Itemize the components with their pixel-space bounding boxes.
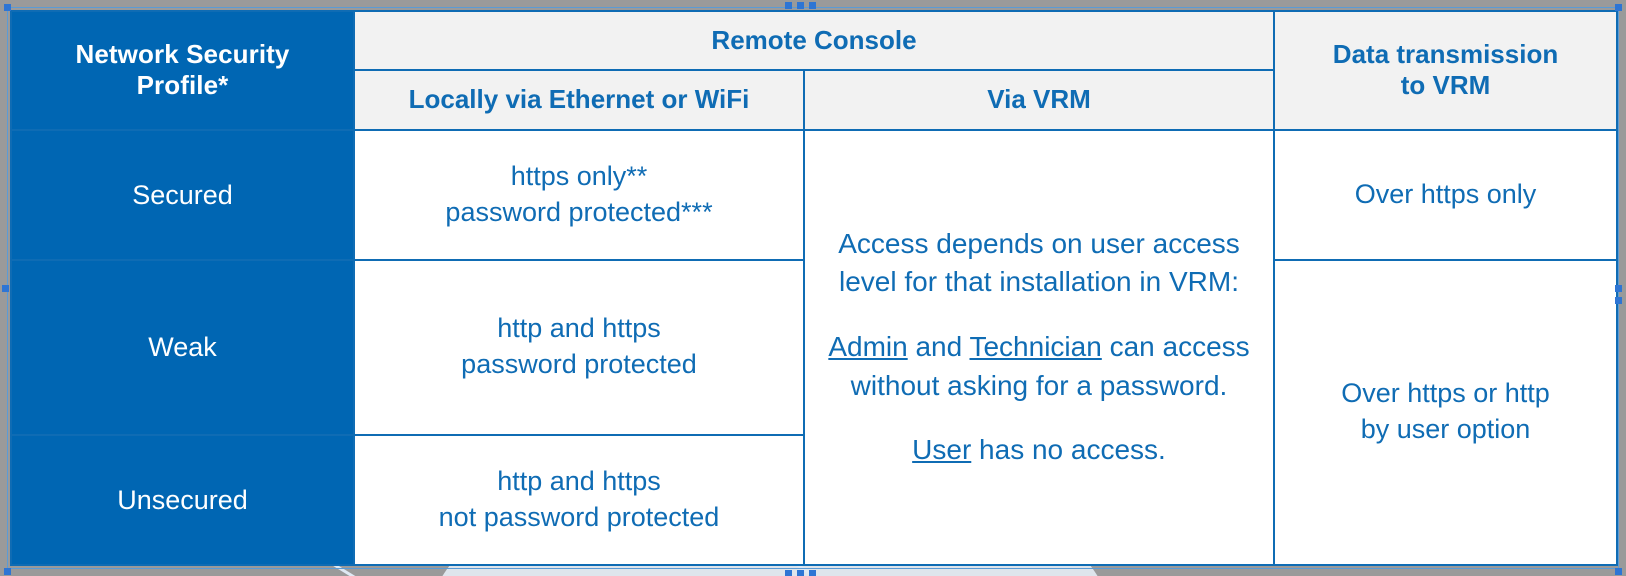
resize-handle-top-center-a[interactable]	[809, 2, 816, 9]
resize-handle-middle-right-b[interactable]	[1615, 297, 1622, 304]
table-row-secured: Secured https only** password protected*…	[10, 128, 1618, 567]
profile-weak: Weak	[10, 258, 355, 436]
table-row-unsecured: Unsecured http and https not password pr…	[10, 433, 1617, 567]
vrm-paragraph-3: User has no access.	[805, 431, 1273, 470]
unsecured-local-access: http and https not password protected	[353, 433, 805, 567]
resize-handle-middle-left[interactable]	[2, 285, 9, 292]
resize-handle-top-center-b[interactable]	[797, 2, 804, 9]
header-locally-via-ethernet-or-wifi: Locally via Ethernet or WiFi	[353, 69, 805, 131]
unsecured-local-line-1: http and https	[497, 466, 661, 497]
header-profile-line-1: Network Security	[75, 38, 290, 69]
resize-handle-bottom-center-b[interactable]	[797, 570, 804, 576]
weak-unsecured-data-transmission: Over https or http by user option	[1273, 258, 1618, 567]
profile-secured: Secured	[10, 128, 355, 261]
header-data-transmission-line-2: to VRM	[1400, 70, 1491, 101]
via-vrm-access-description: Access depends on user access level for …	[803, 128, 1275, 567]
table-row-weak: Weak http and https password protected O…	[10, 258, 1618, 567]
secured-local-line-2: password protected***	[445, 196, 713, 227]
weak-local-line-1: http and https	[497, 313, 661, 344]
resize-handle-top-right[interactable]	[1615, 4, 1622, 11]
vrm-paragraph-2: Admin and Technician can access without …	[805, 328, 1273, 405]
vrm-p3-line-1: User has no access.	[805, 431, 1273, 470]
weak-transmission-line-2: by user option	[1360, 414, 1531, 445]
unsecured-local-line-2: not password protected	[438, 501, 720, 532]
vrm-p2-conjunction: and	[907, 331, 970, 363]
header-data-transmission-to-vrm: Data transmission to VRM	[1273, 10, 1618, 131]
resize-handle-bottom-center-c[interactable]	[809, 570, 816, 576]
network-security-profile-table: Network Security Profile* Remote Console…	[10, 9, 1618, 567]
vrm-p1-line-2: level for that installation in VRM:	[839, 266, 1239, 298]
vrm-paragraph-1: Access depends on user access level for …	[805, 225, 1273, 302]
vrm-p2-line-1: Admin and Technician can access	[805, 328, 1273, 367]
resize-handle-bottom-center-a[interactable]	[785, 570, 792, 576]
vrm-spacer-2	[805, 405, 1273, 431]
weak-transmission-line-1: Over https or http	[1341, 378, 1550, 409]
header-network-security-profile: Network Security Profile*	[10, 10, 355, 131]
vrm-p3-tail: has no access.	[971, 434, 1166, 466]
table-header-row-1: Network Security Profile* Remote Console…	[10, 9, 1618, 131]
resize-handle-middle-right-a[interactable]	[1615, 285, 1622, 292]
secured-local-access: https only** password protected***	[353, 128, 805, 261]
resize-handle-bottom-left[interactable]	[4, 568, 11, 575]
role-user: User	[912, 434, 972, 466]
vrm-spacer-1	[805, 302, 1273, 328]
vrm-p1-line-1: Access depends on user access	[838, 227, 1240, 259]
role-technician: Technician	[969, 331, 1102, 363]
header-data-transmission-line-1: Data transmission	[1332, 38, 1559, 69]
resize-handle-top-left[interactable]	[4, 4, 11, 11]
header-via-vrm: Via VRM	[803, 69, 1275, 131]
table-header-row-2: Locally via Ethernet or WiFi Via VRM	[11, 69, 1617, 131]
weak-local-line-2: password protected	[461, 349, 697, 380]
vrm-p2-line-2: without asking for a password.	[850, 369, 1228, 401]
weak-local-access: http and https password protected	[353, 258, 805, 436]
secured-local-line-1: https only**	[510, 160, 648, 191]
resize-handle-bottom-right[interactable]	[1615, 568, 1622, 575]
vrm-p2-tail: can access	[1101, 331, 1250, 363]
header-remote-console: Remote Console	[353, 9, 1275, 72]
role-admin: Admin	[828, 331, 908, 363]
header-profile-line-2: Profile*	[136, 70, 229, 101]
profile-unsecured: Unsecured	[10, 433, 355, 567]
secured-data-transmission: Over https only	[1273, 128, 1618, 261]
resize-handle-top-center-c[interactable]	[785, 2, 792, 9]
